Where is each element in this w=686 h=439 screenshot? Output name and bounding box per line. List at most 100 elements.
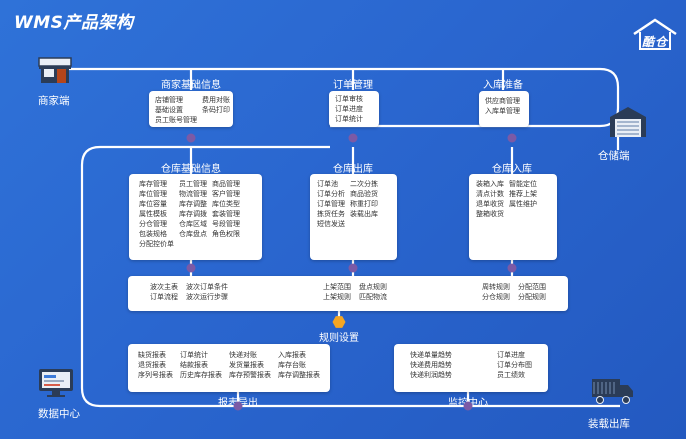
item-column: 订单池订单分析订单管理拣货任务短信发送 xyxy=(317,179,345,255)
merchant-info-title: 商家基础信息 xyxy=(161,80,221,91)
module-item: 库存调拨 xyxy=(179,210,207,218)
item-column: 装箱入库清点计数退单收货整箱收货 xyxy=(476,179,504,255)
module-item: 员工管理 xyxy=(179,180,207,188)
data-center-label: 数据中心 xyxy=(38,408,80,420)
rules-hub-node xyxy=(332,316,346,328)
rules-title: 规则设置 xyxy=(319,333,359,344)
item-column: 智能定位推荐上架属性维护 xyxy=(509,179,537,255)
module-item: 上架规则 xyxy=(323,293,351,301)
logo-text: 酷仓 xyxy=(642,35,669,49)
module-item: 盘点规则 xyxy=(359,283,387,291)
module-item: 上架范围 xyxy=(323,283,351,291)
kucang-logo-icon xyxy=(633,18,677,50)
module-item: 分配规则 xyxy=(518,293,546,301)
reports-cols: 缺货报表退货报表序列号报表订单统计结款报表历史库存报表快递对账发货量报表库存预警… xyxy=(138,350,320,386)
outer-loop-line xyxy=(80,145,620,408)
module-item: 库存预警报表 xyxy=(229,371,271,379)
module-item: 波次主表 xyxy=(150,283,178,291)
item-column: 快递对账发货量报表库存预警报表 xyxy=(229,350,271,386)
inbound-prep-title: 入库准备 xyxy=(483,80,523,91)
module-item: 条码打印 xyxy=(202,106,230,114)
rule-group: 周转规则分仓规则分配范围分配规则 xyxy=(482,282,546,305)
module-item: 仓库盘点 xyxy=(179,230,207,238)
module-item: 快递利润趋势 xyxy=(410,371,452,379)
item-column: 缺货报表退货报表序列号报表 xyxy=(138,350,173,386)
warehouse-in-box: 装箱入库清点计数退单收货整箱收货智能定位推荐上架属性维护 xyxy=(469,174,557,260)
warehouse-info-cols: 库存管理库位管理库位容量属性模板分仓管理包装规格分配控价单员工管理物流管理库存调… xyxy=(139,179,252,255)
module-item: 库位容量 xyxy=(139,200,167,208)
warehouse-in-title: 仓库入库 xyxy=(492,164,532,175)
module-item: 推荐上架 xyxy=(509,190,537,198)
item-column: 订单统计结款报表历史库存报表 xyxy=(180,350,222,386)
reports-box: 缺货报表退货报表序列号报表订单统计结款报表历史库存报表快递对账发货量报表库存预警… xyxy=(128,344,330,392)
module-item: 订单统计 xyxy=(180,351,208,359)
module-item: 角色权限 xyxy=(212,230,240,238)
monitor-connector-dot xyxy=(463,401,473,411)
module-item: 分仓管理 xyxy=(139,220,167,228)
rule-group: 上架范围上架规则盘点规则匹配物流 xyxy=(323,282,387,305)
module-item: 周转规则 xyxy=(482,283,510,291)
module-item: 缺货报表 xyxy=(138,351,166,359)
page-title: WMS产品架构 xyxy=(14,13,134,33)
order-mgmt-cols: 订单审核订单进度订单统计 xyxy=(335,94,373,124)
monitor-box: 快递单量趋势快递费用趋势快递利润趋势 订单进度订单分布图员工绩效 xyxy=(394,344,548,392)
module-item: 匹配物流 xyxy=(359,293,387,301)
module-item: 订单流程 xyxy=(150,293,178,301)
rule-group: 波次主表订单流程波次订单条件波次运行步骤 xyxy=(150,282,228,305)
data-center-monitor-icon xyxy=(39,369,73,397)
module-item: 属性维护 xyxy=(509,200,537,208)
warehouse-out-box: 订单池订单分析订单管理拣货任务短信发送二次分拣商品验货称重打印装载出库 xyxy=(310,174,397,260)
warehouse-out-connector-dot xyxy=(348,263,358,273)
warehouse-out-cols: 订单池订单分析订单管理拣货任务短信发送二次分拣商品验货称重打印装载出库 xyxy=(317,179,390,255)
item-column: 供应商管理入库单管理 xyxy=(485,96,520,122)
warehouse-out-title: 仓库出库 xyxy=(333,164,373,175)
module-item: 装箱入库 xyxy=(476,180,504,188)
module-item: 库存调整报表 xyxy=(278,371,320,379)
item-column: 店铺管理基础设置员工账号管理 xyxy=(155,95,197,124)
merchant-label: 商家端 xyxy=(38,95,70,107)
item-column: 波次主表订单流程 xyxy=(150,282,178,305)
module-item: 称重打印 xyxy=(350,200,378,208)
item-column: 订单进度订单分布图员工绩效 xyxy=(497,350,532,386)
module-item: 员工账号管理 xyxy=(155,116,197,124)
order-mgmt-connector-dot xyxy=(348,133,358,143)
top-loop-line xyxy=(62,67,620,128)
module-item: 库存调整 xyxy=(179,200,207,208)
item-column: 盘点规则匹配物流 xyxy=(359,282,387,305)
module-item: 包装规格 xyxy=(139,230,167,238)
module-item: 入库单管理 xyxy=(485,107,520,115)
order-mgmt-title: 订单管理 xyxy=(333,80,373,91)
module-item: 订单分析 xyxy=(317,190,345,198)
warehouse-in-cols: 装箱入库清点计数退单收货整箱收货智能定位推荐上架属性维护 xyxy=(476,179,550,255)
module-item: 历史库存报表 xyxy=(180,371,222,379)
module-item: 发货量报表 xyxy=(229,361,264,369)
module-item: 库存台账 xyxy=(278,361,306,369)
module-item: 快递单量趋势 xyxy=(410,351,452,359)
module-item: 订单审核 xyxy=(335,95,363,103)
rules-box: 波次主表订单流程波次订单条件波次运行步骤上架范围上架规则盘点规则匹配物流周转规则… xyxy=(128,276,568,311)
warehouse-info-connector-dot xyxy=(186,263,196,273)
item-column: 入库报表库存台账库存调整报表 xyxy=(278,350,320,386)
module-item: 客户管理 xyxy=(212,190,240,198)
module-item: 商品验货 xyxy=(350,190,378,198)
warehouse-in-connector-dot xyxy=(507,263,517,273)
module-item: 员工绩效 xyxy=(497,371,525,379)
module-item: 二次分拣 xyxy=(350,180,378,188)
module-item: 拣货任务 xyxy=(317,210,345,218)
module-item: 入库报表 xyxy=(278,351,306,359)
module-item: 供应商管理 xyxy=(485,97,520,105)
module-item: 库位类型 xyxy=(212,200,240,208)
item-column: 商品管理客户管理库位类型套装管理号段管理角色权限 xyxy=(212,179,240,255)
item-column: 分配范围分配规则 xyxy=(518,282,546,305)
module-item: 装载出库 xyxy=(350,210,378,218)
merchant-store-icon xyxy=(38,57,72,83)
module-item: 套装管理 xyxy=(212,210,240,218)
item-column: 快递单量趋势快递费用趋势快递利润趋势 xyxy=(410,350,452,386)
warehouse-info-box: 库存管理库位管理库位容量属性模板分仓管理包装规格分配控价单员工管理物流管理库存调… xyxy=(129,174,262,260)
module-item: 订单进度 xyxy=(497,351,525,359)
module-item: 店铺管理 xyxy=(155,96,183,104)
module-item: 订单分布图 xyxy=(497,361,532,369)
module-item: 波次运行步骤 xyxy=(186,293,228,301)
shipping-label: 装载出库 xyxy=(588,418,630,430)
module-item: 分仓规则 xyxy=(482,293,510,301)
